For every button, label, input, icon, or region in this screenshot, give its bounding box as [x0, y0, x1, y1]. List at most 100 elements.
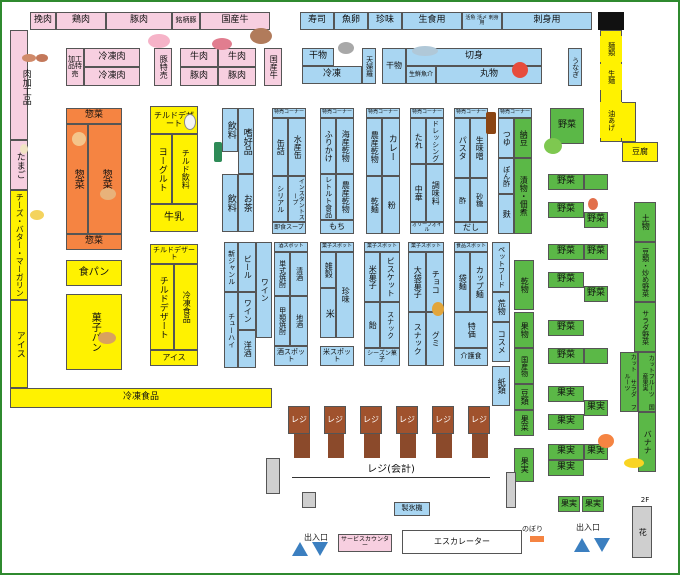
- curry[interactable]: カレー: [382, 118, 400, 176]
- beer[interactable]: ビール: [238, 242, 256, 292]
- fruit-2[interactable]: 果物: [514, 312, 534, 348]
- sauce-tare[interactable]: たれ: [410, 118, 426, 164]
- beef-2[interactable]: 牛肉: [218, 48, 256, 67]
- rice-crackers[interactable]: 米菓子: [364, 252, 380, 302]
- beef-1[interactable]: 牛肉: [180, 48, 218, 67]
- chilled-drink[interactable]: チルド飲料: [172, 134, 198, 204]
- fresh-seafood[interactable]: 生鮮魚介: [406, 66, 436, 84]
- aisle2-sale[interactable]: 特売コーナー: [272, 108, 306, 118]
- deli-b[interactable]: 惣菜: [66, 124, 88, 234]
- canned[interactable]: 缶詰: [272, 118, 288, 176]
- deli-c[interactable]: 惣菜: [88, 124, 122, 234]
- ponzu[interactable]: ぽん酢: [498, 158, 514, 194]
- minced-meat[interactable]: 挽肉: [30, 12, 56, 30]
- wine[interactable]: ワイン: [238, 292, 256, 330]
- western-liquor[interactable]: 洋酒: [238, 330, 256, 368]
- dashi[interactable]: だし: [454, 222, 488, 234]
- domestic-beef[interactable]: 国産牛: [200, 12, 270, 30]
- veg-6[interactable]: 野菜: [548, 272, 584, 288]
- pickles[interactable]: 漬物・佃煮: [514, 158, 532, 234]
- domestic[interactable]: 国産物: [514, 348, 534, 384]
- mochi[interactable]: もち: [320, 220, 354, 234]
- fruit-veg[interactable]: 果菜: [514, 410, 534, 436]
- veg-2[interactable]: 野菜: [548, 202, 584, 218]
- ready-soup[interactable]: 即食スープ: [272, 222, 306, 234]
- local-sake[interactable]: 地酒: [290, 296, 308, 346]
- ice-machine[interactable]: 製氷機: [394, 502, 430, 516]
- register-1[interactable]: レジ: [288, 406, 310, 434]
- snack-spot-2[interactable]: 菓子スポット: [364, 242, 400, 252]
- register-2[interactable]: レジ: [324, 406, 346, 434]
- cut-fruit[interactable]: カットフルーツ 国産果実: [638, 352, 656, 412]
- veg-1[interactable]: 野菜: [548, 174, 584, 190]
- liquor-spot[interactable]: 酒スポット: [274, 242, 308, 252]
- wine-2[interactable]: ワイン: [256, 242, 272, 338]
- aisle3-sale[interactable]: 特売コーナー: [320, 108, 354, 118]
- snack-spot[interactable]: 菓子スポット: [320, 242, 354, 252]
- biscuits[interactable]: ビスケット: [380, 252, 400, 302]
- green-tea[interactable]: お茶: [238, 174, 254, 232]
- seasonal-snacks[interactable]: シーズン菓子: [364, 348, 400, 366]
- gummy[interactable]: グミ: [426, 312, 444, 366]
- register-5[interactable]: レジ: [432, 406, 454, 434]
- eel[interactable]: うなぎ: [568, 48, 582, 86]
- veg-9[interactable]: 野菜: [548, 348, 584, 364]
- cereal[interactable]: シリアル: [272, 176, 288, 222]
- live-fish[interactable]: 活魚 活〆 刺身用: [462, 12, 502, 30]
- frozen-food[interactable]: 冷凍食品: [10, 388, 272, 408]
- fruit-c[interactable]: 果実: [548, 414, 584, 430]
- frozen-meat-2[interactable]: 冷凍肉: [84, 67, 140, 86]
- rice-spot[interactable]: 米スポット: [320, 346, 354, 366]
- agri-dried[interactable]: 農産乾物: [336, 174, 354, 220]
- liquor-spot-2[interactable]: 酒スポット: [274, 346, 308, 366]
- register-4[interactable]: レジ: [396, 406, 418, 434]
- pastry[interactable]: 菓子パン: [66, 294, 122, 370]
- cosmetics[interactable]: コスメ: [492, 322, 510, 362]
- beans-2[interactable]: 豆類: [514, 384, 534, 410]
- veg-8[interactable]: 野菜: [548, 320, 584, 336]
- special-price[interactable]: 特価: [454, 312, 488, 348]
- snack[interactable]: スナック: [380, 302, 400, 348]
- food-spot[interactable]: 食品スポット: [454, 242, 488, 252]
- shochu[interactable]: 単式焼酎: [274, 252, 290, 296]
- chuhai[interactable]: チューハイ: [224, 292, 238, 368]
- cheese-butter[interactable]: チーズ・バター・マーガリン: [10, 190, 28, 300]
- dried-fish[interactable]: 干物: [302, 48, 334, 66]
- grains[interactable]: 雑穀: [320, 252, 336, 288]
- retort[interactable]: レトルト食品: [320, 174, 336, 220]
- fish-roe[interactable]: 魚卵: [334, 12, 368, 30]
- rice[interactable]: 米: [320, 288, 336, 338]
- veg-3[interactable]: 野菜: [584, 212, 608, 228]
- fu[interactable]: 麩: [498, 194, 514, 234]
- brand-pork[interactable]: 銘柄豚: [172, 12, 200, 30]
- dry-noodles[interactable]: 乾麺: [366, 176, 382, 234]
- aisle7-sale[interactable]: 特売コーナー: [498, 108, 532, 118]
- deli-d[interactable]: 惣菜: [66, 234, 122, 250]
- service-counter[interactable]: サービスカウンター: [338, 534, 392, 552]
- chilled-dessert-3[interactable]: チルドデザート: [150, 264, 174, 350]
- natto[interactable]: 納豆: [514, 118, 532, 158]
- frozen-goods[interactable]: 冷凍食品: [174, 264, 198, 350]
- sashimi[interactable]: 刺身用: [502, 12, 592, 30]
- fruit-f[interactable]: 果実: [548, 460, 584, 476]
- paper[interactable]: 紙類: [492, 366, 510, 406]
- household[interactable]: 荒物: [492, 292, 510, 322]
- olive-oil[interactable]: オリーブオイル: [410, 222, 444, 234]
- fruit-d[interactable]: 果実: [548, 444, 584, 460]
- beans-stirfry[interactable]: 豆類・炒め野菜: [634, 242, 656, 302]
- tea[interactable]: 嗜好品: [238, 108, 254, 174]
- processed-sale[interactable]: 加工品特売: [66, 48, 84, 86]
- register-3[interactable]: レジ: [360, 406, 382, 434]
- fish-fillets[interactable]: 切身: [406, 48, 542, 66]
- fruit-a[interactable]: 果実: [548, 386, 584, 402]
- canned-fish[interactable]: 水産缶: [288, 118, 306, 176]
- instant-soup[interactable]: インスタントスープ: [288, 176, 306, 222]
- milk[interactable]: 牛乳: [150, 204, 198, 232]
- pork-special[interactable]: 豚特売: [154, 48, 172, 86]
- veg-7[interactable]: 野菜: [584, 286, 608, 302]
- pork[interactable]: 豚肉: [106, 12, 172, 30]
- veg-5[interactable]: 野菜: [584, 244, 608, 260]
- fruit-e[interactable]: 果実: [584, 444, 608, 460]
- deli-a[interactable]: 惣菜: [66, 108, 122, 124]
- veg-4[interactable]: 野菜: [548, 244, 584, 260]
